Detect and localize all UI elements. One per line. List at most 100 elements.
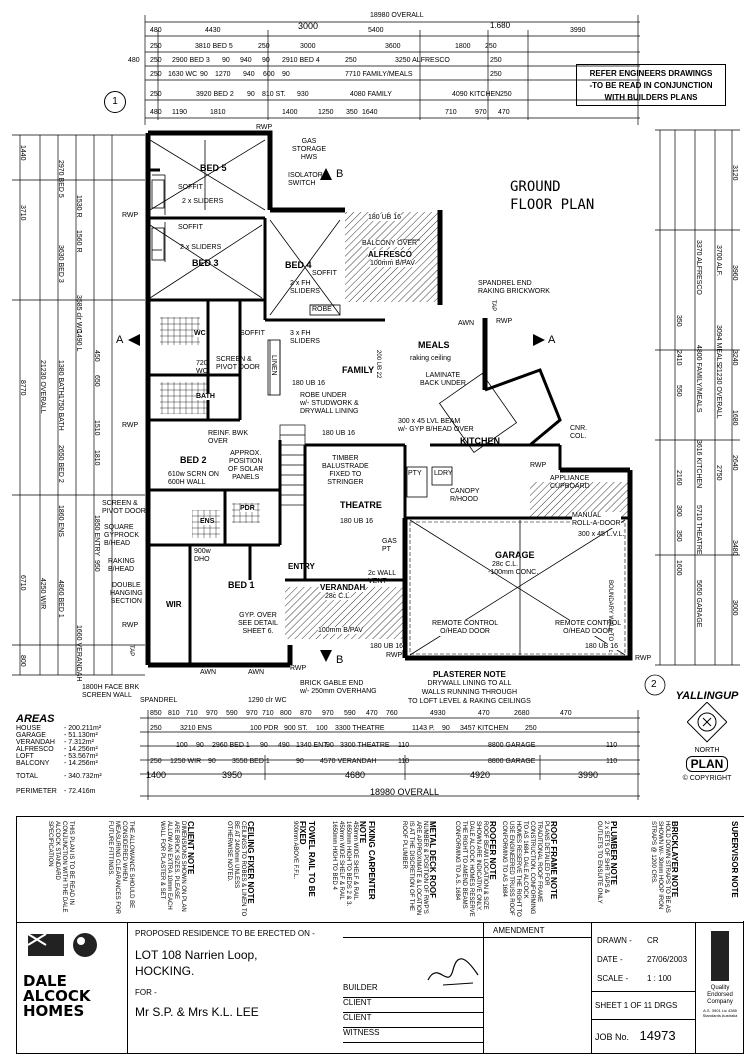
title-divider-1 xyxy=(127,923,128,1053)
bottom-dim-1: 470 xyxy=(560,710,572,717)
area-value: - 14.256m² xyxy=(64,760,98,767)
area-value: - 14.256m² xyxy=(64,746,98,753)
top-dim-1d: 3990 xyxy=(570,27,586,34)
area-name: ALFRESCO xyxy=(16,746,54,753)
dho900-2: DHO xyxy=(194,556,210,563)
bottom-4f: 4570 VERANDAH xyxy=(320,758,377,765)
manual-roll-1: MANUAL xyxy=(572,512,602,519)
appliance-label: APPLIANCE CUPBOARD xyxy=(550,475,590,491)
fh-sliders-3-1: 3 x FH xyxy=(290,330,311,337)
gyp-over-label: GYP. OVER SEE DETAIL SHEET 6. xyxy=(238,612,278,636)
rwp-9: RWP xyxy=(530,462,547,469)
bottom-dim-1: 850 xyxy=(150,710,162,717)
bottom-dim-1: 470 xyxy=(366,710,378,717)
signature-label: CLIENT xyxy=(343,998,372,1007)
note-content: SUPERVISOR NOTE xyxy=(730,821,739,917)
beam-2: 180 UB 16 xyxy=(292,380,326,387)
note-column: THIS PLAN IS TO BE READ IN CONJUNCTION W… xyxy=(17,817,79,921)
sheet-label: SHEET 1 OF 11 DRGS xyxy=(595,1001,678,1010)
laminate-1: LAMINATE xyxy=(425,372,461,379)
solar-1: APPROX. xyxy=(230,450,262,457)
north-compass-icon xyxy=(686,701,728,743)
room-pty: PTY xyxy=(408,470,422,477)
rwp-6: RWP xyxy=(386,652,403,659)
beam-4: 180 UB 16 xyxy=(340,518,374,525)
face-brk-2: SCREEN WALL xyxy=(82,692,132,699)
bottom-2g: 1143 P. xyxy=(412,725,435,732)
canopy-1: CANOPY xyxy=(450,488,480,495)
area-row: ALFRESCO - 14.256m² xyxy=(16,746,131,753)
bottom-dim-1: 590 xyxy=(344,710,356,717)
room-alfresco: ALFRESCO xyxy=(368,250,412,259)
note-body: 2 x SETS OF SHR TAPS & OUTLETS TO ENSUIT… xyxy=(596,821,609,904)
rwp-7: RWP xyxy=(635,655,652,662)
top-dim-4h: 7710 FAMILY/MEALS xyxy=(345,71,413,78)
bottom-2i: 3457 KITCHEN xyxy=(460,725,509,732)
bottom-dim-1: 970 xyxy=(322,710,334,717)
top-dim-4i: 250 xyxy=(490,71,502,78)
bottom-3g: 90 xyxy=(326,742,334,749)
timber-bal-3: FIXED TO xyxy=(329,471,362,478)
bottom-4h: 8800 GARAGE xyxy=(488,758,536,765)
gas-pt-2: PT xyxy=(382,546,391,553)
sliders-bed5: 2 x SLIDERS xyxy=(182,198,224,205)
amendment-line xyxy=(483,937,591,938)
bottom-5a: 1400 xyxy=(146,770,167,780)
quality-line-2: Endorsed xyxy=(707,992,733,998)
address-block: PROPOSED RESIDENCE TO BE ERECTED ON - LO… xyxy=(135,929,315,1019)
sliders-bed3: 2 x SLIDERS xyxy=(180,244,222,251)
square-gyp-2: GYPROCK xyxy=(104,532,140,539)
wc720-label: 720 WC xyxy=(196,360,208,376)
date-label: DATE - xyxy=(597,955,623,964)
top-dim-5a: 250 xyxy=(150,91,162,98)
room-theatre: THEATRE xyxy=(340,500,382,510)
client-name: Mr S.P. & Mrs K.L. LEE xyxy=(135,1005,259,1019)
beam-5: 180 UB 16 xyxy=(370,643,404,650)
note-title: FIXING CARPENTER NOTE xyxy=(358,821,376,900)
top-overall-dim: 18980 OVERALL xyxy=(370,12,424,19)
verandah-sub1: 28c C.L. xyxy=(325,593,352,600)
bottom-2b: 3210 ENS xyxy=(180,725,212,732)
bottom-4e: 90 xyxy=(296,758,304,765)
wall-vent-2: VENT xyxy=(368,578,387,585)
note-body: CEILINGS TO ROBES & LINEN TO BE AT 2400m… xyxy=(226,821,246,917)
bottom-5e: 3990 xyxy=(578,770,599,780)
top-dim-6f: 350 xyxy=(346,109,358,116)
note-body: 450mm WIDE SHELF & RAIL 1650mm HIGH TO B… xyxy=(331,821,358,907)
note-body: NUMBER & POSITION OF RWP'S ARE APPROXIMA… xyxy=(400,821,428,916)
area-name: VERANDAH xyxy=(16,739,55,746)
fh-sliders-3: 3 x FH SLIDERS xyxy=(290,330,320,346)
screen-pivot-2: PIVOT DOOR xyxy=(216,364,260,371)
awn-3: AWN xyxy=(248,669,265,676)
isolator-label: ISOLATOR SWITCH xyxy=(288,172,323,188)
bottom-dim-1: 470 xyxy=(478,710,490,717)
top-dim-5e: 930 xyxy=(297,91,309,98)
area-value: - 53.567m² xyxy=(64,753,98,760)
top-dim-3c: 2900 BED 3 xyxy=(172,57,210,64)
top-dimension-lines xyxy=(144,15,640,125)
top-dim-2e: 3600 xyxy=(385,43,401,50)
quality-small: A.S. 3901 Lic 4385 Standards Australia xyxy=(702,1008,738,1018)
note-content: THIS PLAN IS TO BE READ IN CONJUNCTION W… xyxy=(46,821,74,917)
job-divider xyxy=(591,1019,695,1020)
double-hanging-3: SECTION xyxy=(110,598,142,605)
cnr-col-label: CNR. COL. xyxy=(570,425,587,441)
laminate-label: LAMINATE BACK UNDER xyxy=(420,372,466,388)
lvl-beam-label: 300 x 45 LVL BEAM w/- GYP B/HEAD OVER xyxy=(398,418,474,434)
plasterer-note: PLASTERER NOTE DRYWALL LINING TO ALL WAL… xyxy=(408,670,531,706)
bottom-2e: 100 xyxy=(316,725,328,732)
square-gyp-3: B/HEAD xyxy=(104,540,131,547)
dho900-1: 900w xyxy=(194,548,211,555)
reinf-bwk-label: REINF. BWK OVER xyxy=(208,430,248,446)
suburb: HOCKING. xyxy=(135,964,195,978)
beam-3: 180 UB 16 xyxy=(322,430,356,437)
bottom-3h: 3300 THEATRE xyxy=(340,742,390,749)
bottom-dim-1: 2680 xyxy=(514,710,530,717)
area-row: LOFT- 53.567m² xyxy=(16,753,131,760)
